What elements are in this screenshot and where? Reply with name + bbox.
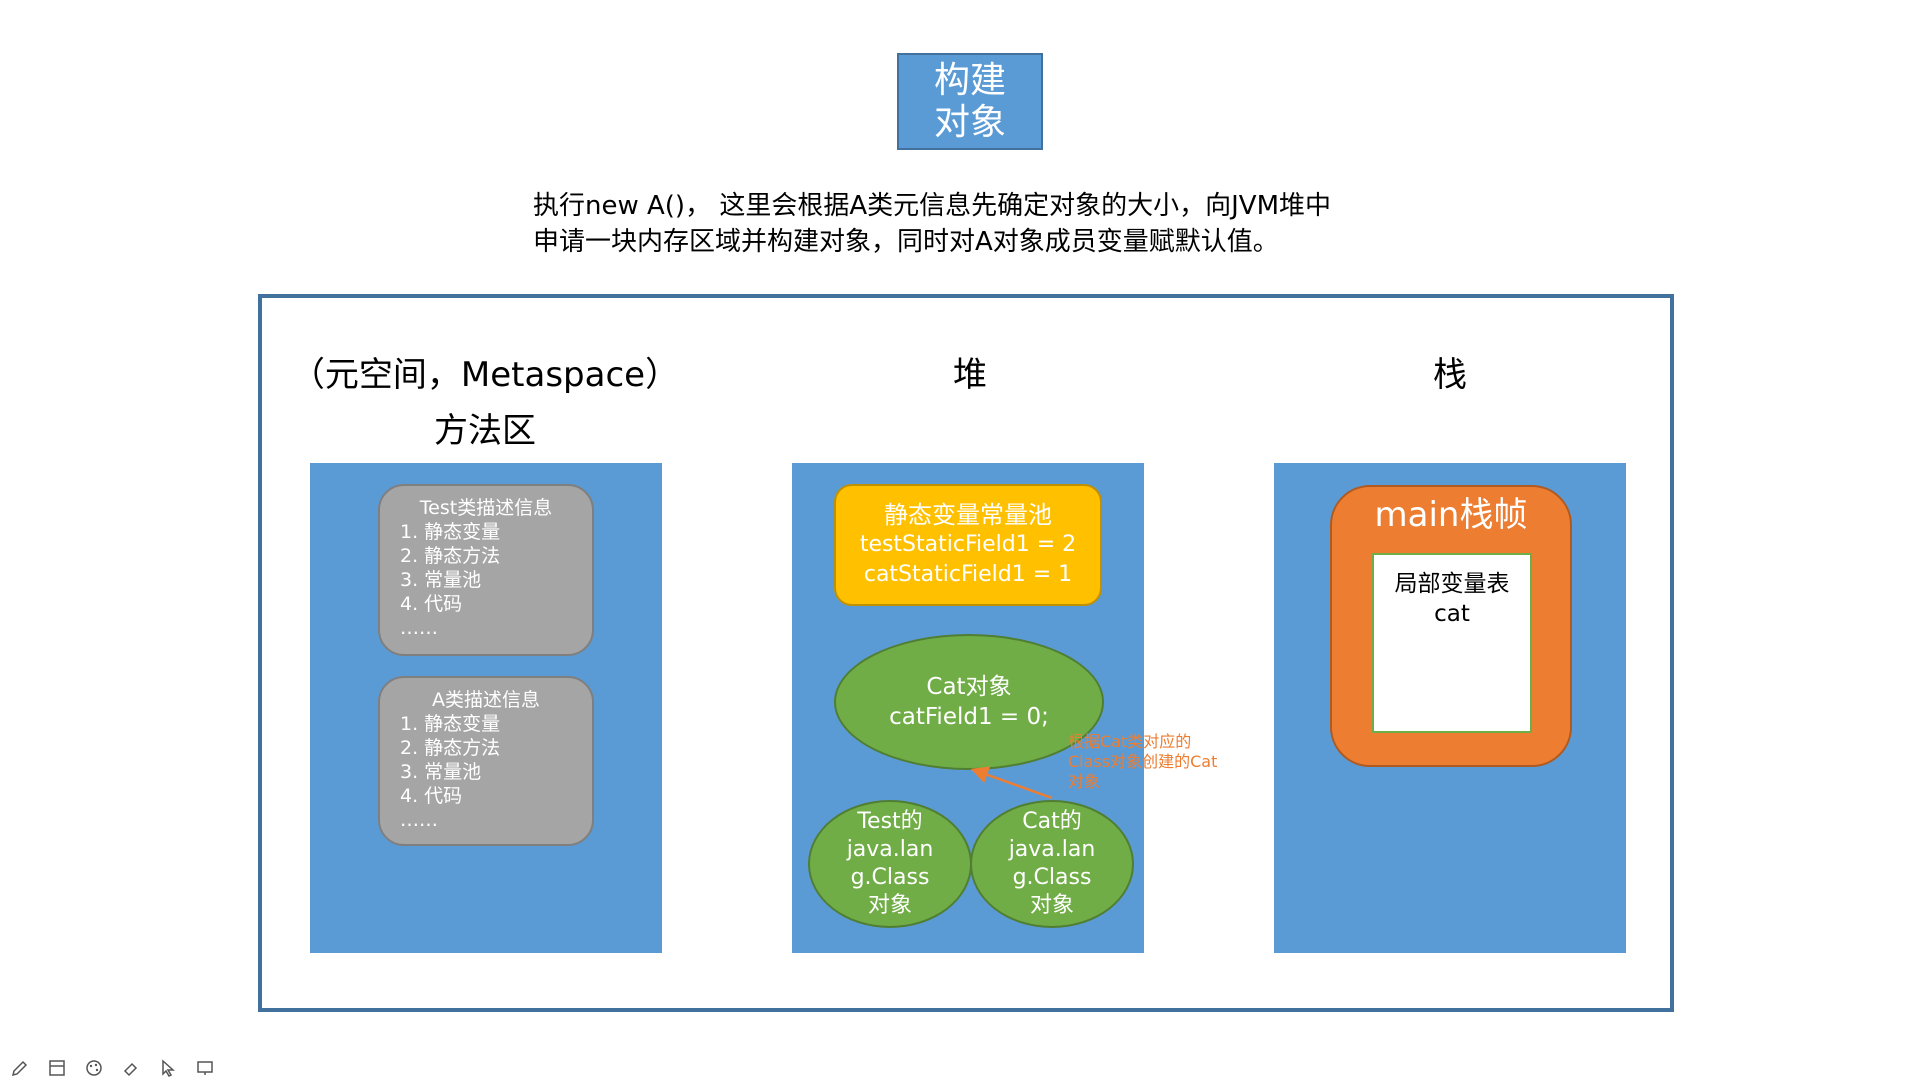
- test-class-card: Test类描述信息 1. 静态变量 2. 静态方法 3. 常量池 4. 代码 ……: [378, 484, 594, 656]
- creation-note-line-3: 对象: [1068, 772, 1101, 791]
- test-class-object-line: Test的: [857, 809, 923, 834]
- description-line-2: 申请一块内存区域并构建对象，同时对A对象成员变量赋默认值。: [533, 227, 1279, 257]
- test-class-object-line: g.Class: [850, 865, 930, 890]
- cat-class-object-ellipse: Cat的 java.lan g.Class 对象: [970, 800, 1134, 928]
- test-class-card-title: Test类描述信息: [419, 497, 553, 519]
- screen-icon[interactable]: [195, 1058, 215, 1078]
- pointer-icon[interactable]: [158, 1058, 178, 1078]
- eraser-icon[interactable]: [121, 1058, 141, 1078]
- a-class-card-title: A类描述信息: [432, 689, 540, 711]
- cat-class-object-line: 对象: [1029, 893, 1074, 918]
- a-class-card: A类描述信息 1. 静态变量 2. 静态方法 3. 常量池 4. 代码 ……: [378, 676, 594, 846]
- test-class-card-item: 3. 常量池: [400, 569, 482, 591]
- method-area-heading-line-1: （元空间，Metaspace）: [290, 355, 680, 395]
- creation-note-line-2: Class对象创建的Cat: [1068, 752, 1218, 771]
- title-box: 构建 对象: [897, 53, 1043, 150]
- heap-heading: 堆: [953, 355, 987, 395]
- cat-object-ellipse: Cat对象 catField1 = 0;: [834, 634, 1104, 770]
- test-class-card-item: ……: [400, 617, 438, 639]
- local-variable-table: 局部变量表 cat: [1372, 553, 1532, 733]
- a-class-card-item: 3. 常量池: [400, 761, 482, 783]
- test-class-card-item: 2. 静态方法: [400, 545, 501, 567]
- description-line-1: 执行new A()， 这里会根据A类元信息先确定对象的大小，向JVM堆中: [533, 191, 1332, 221]
- static-pool-box: 静态变量常量池 testStaticField1 = 2 catStaticFi…: [834, 484, 1102, 606]
- local-variable-table-title: 局部变量表: [1394, 571, 1510, 597]
- creation-note: 根据Cat类对应的 Class对象创建的Cat 对象: [1068, 732, 1248, 792]
- cat-class-object-line: Cat的: [1022, 809, 1082, 834]
- test-class-object-ellipse: Test的 java.lan g.Class 对象: [808, 800, 972, 928]
- a-class-card-item: 1. 静态变量: [400, 713, 501, 735]
- local-variable-cat: cat: [1434, 601, 1470, 627]
- cat-class-object-line: g.Class: [1012, 865, 1092, 890]
- bottom-toolbar: [10, 1058, 227, 1082]
- layout-icon[interactable]: [47, 1058, 67, 1078]
- creation-note-line-1: 根据Cat类对应的: [1068, 732, 1192, 751]
- test-class-card-item: 4. 代码: [400, 593, 463, 615]
- test-class-object-line: 对象: [867, 893, 912, 918]
- static-pool-line-2: catStaticField1 = 1: [863, 562, 1073, 587]
- a-class-card-item: 4. 代码: [400, 785, 463, 807]
- title-line-1: 构建: [933, 59, 1006, 101]
- cat-object-line-2: catField1 = 0;: [889, 704, 1049, 730]
- static-pool-title: 静态变量常量池: [884, 501, 1052, 529]
- cat-class-object-line: java.lan: [1008, 837, 1096, 862]
- test-class-object-line: java.lan: [846, 837, 934, 862]
- method-area-heading-line-2: 方法区: [434, 411, 536, 451]
- a-class-card-item: ……: [400, 809, 438, 831]
- method-area-heading: （元空间，Metaspace） 方法区: [290, 355, 680, 451]
- static-pool-line-1: testStaticField1 = 2: [859, 532, 1077, 557]
- pencil-icon[interactable]: [10, 1058, 30, 1078]
- test-class-card-item: 1. 静态变量: [400, 521, 501, 543]
- palette-icon[interactable]: [84, 1058, 104, 1078]
- title-line-2: 对象: [933, 101, 1006, 143]
- stack-heading: 栈: [1433, 355, 1467, 395]
- cat-object-line-1: Cat对象: [926, 674, 1012, 700]
- memory-frame: [258, 294, 1674, 1012]
- main-stack-frame-title: main栈帧: [1374, 495, 1528, 535]
- a-class-card-item: 2. 静态方法: [400, 737, 501, 759]
- description: 执行new A()， 这里会根据A类元信息先确定对象的大小，向JVM堆中 申请一…: [533, 188, 1433, 260]
